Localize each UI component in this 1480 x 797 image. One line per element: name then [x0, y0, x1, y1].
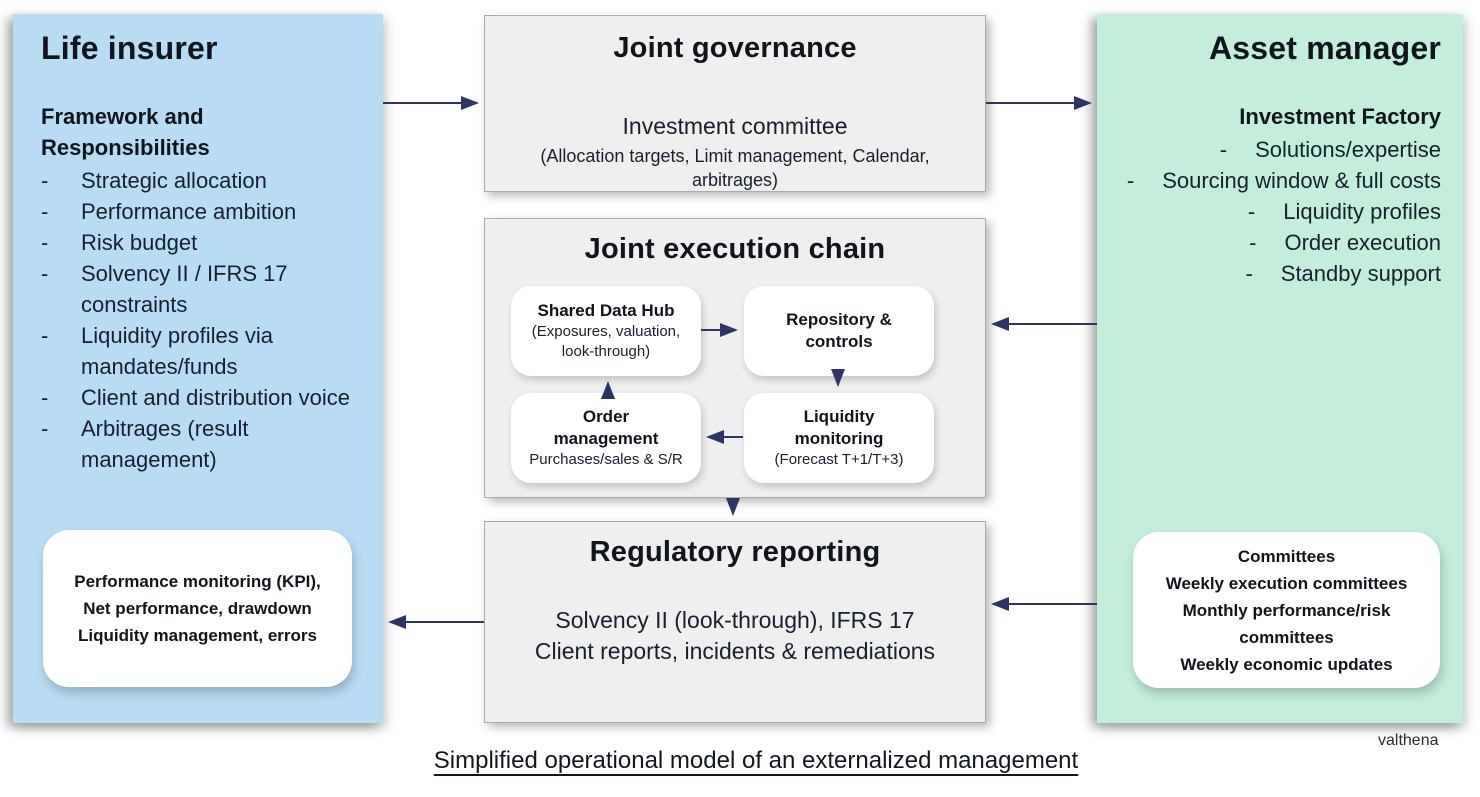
list-item-label: Performance ambition — [81, 199, 297, 224]
reporting-line: Solvency II (look-through), IFRS 17 — [555, 607, 915, 633]
investment-committee-detail: (Allocation targets, Limit management, C… — [540, 146, 930, 190]
list-item-label: Standby support — [1280, 261, 1441, 286]
dash-bullet: - — [41, 416, 49, 441]
dash-bullet: - — [41, 385, 49, 410]
investment-committee-label: Investment committee — [622, 113, 848, 139]
list-item-label: Risk budget — [81, 230, 198, 255]
dash-bullet: - — [1249, 230, 1257, 255]
order-management-node: Order management Purchases/sales & S/R — [511, 393, 701, 483]
repository-controls-node: Repository & controls — [744, 286, 934, 376]
watermark-label: valthena — [1378, 732, 1439, 749]
callout-line: Liquidity management, errors — [78, 626, 317, 645]
dash-bullet: - — [41, 168, 49, 193]
node-title: Shared Data Hub — [537, 301, 675, 320]
callout-line: Monthly performance/risk committees — [1182, 600, 1391, 647]
callout-line: Net performance, drawdown — [83, 599, 312, 618]
node-title: Order management — [553, 407, 659, 448]
list-item: - Liquidity profiles via mandates/funds — [41, 320, 359, 382]
list-item: - Sourcing window & full costs — [1121, 165, 1441, 196]
joint-execution-chain-title: Joint execution chain — [584, 233, 886, 265]
life-insurer-panel: Life insurer Framework and Responsibilit… — [13, 14, 383, 723]
reporting-line: Client reports, incidents & remediations — [534, 638, 936, 664]
list-item: - Liquidity profiles — [1121, 196, 1441, 227]
liquidity-monitoring-node: Liquidity monitoring (Forecast T+1/T+3) — [744, 393, 934, 483]
list-item: - Standby support — [1121, 258, 1441, 289]
list-item-label: Client and distribution voice — [81, 385, 351, 410]
node-detail: Purchases/sales & S/R — [529, 451, 683, 468]
callout-line: Performance monitoring (KPI), — [74, 572, 321, 591]
list-item-label: Order execution — [1284, 230, 1441, 255]
dash-bullet: - — [1245, 261, 1253, 286]
list-item: - Arbitrages (result management) — [41, 413, 359, 475]
list-item-label: Liquidity profiles via mandates/funds — [81, 323, 273, 379]
shared-data-hub-node: Shared Data Hub (Exposures, valuation, l… — [511, 286, 701, 376]
asset-manager-title: Asset manager — [1208, 30, 1441, 66]
asset-manager-list: - Solutions/expertise - Sourcing window & … — [1121, 134, 1441, 289]
list-item: - Risk budget — [41, 227, 359, 258]
life-insurer-title: Life insurer — [41, 30, 218, 66]
callout-line: Committees — [1237, 546, 1336, 566]
list-item: - Strategic allocation — [41, 165, 359, 196]
list-item-label: Solutions/expertise — [1255, 137, 1441, 162]
committees-callout: Committees Weekly execution committees M… — [1133, 532, 1440, 688]
diagram-caption: Simplified operational model of an exter… — [433, 747, 1079, 774]
list-item-label: Strategic allocation — [81, 168, 267, 193]
joint-execution-chain-box: Joint execution chain Shared Data Hub (E… — [484, 218, 986, 498]
list-item: - Performance ambition — [41, 196, 359, 227]
regulatory-reporting-box: Regulatory reporting Solvency II (look-t… — [484, 521, 986, 723]
node-detail: (Exposures, valuation, look-through) — [531, 323, 681, 360]
node-title: Repository & controls — [786, 310, 892, 351]
dash-bullet: - — [41, 323, 49, 348]
list-item-label: Solvency II / IFRS 17 constraints — [81, 261, 288, 317]
dash-bullet: - — [1219, 137, 1228, 162]
list-item-label: Arbitrages (result management) — [81, 416, 249, 472]
dash-bullet: - — [41, 199, 49, 224]
node-detail: (Forecast T+1/T+3) — [774, 451, 904, 468]
dash-bullet: - — [41, 230, 49, 255]
dash-bullet: - — [41, 261, 49, 286]
kpi-monitoring-callout: Performance monitoring (KPI), Net perfor… — [43, 530, 352, 687]
regulatory-reporting-title: Regulatory reporting — [589, 536, 881, 568]
list-item-label: Sourcing window & full costs — [1162, 168, 1441, 193]
life-insurer-subtitle: Framework and Responsibilities — [41, 104, 210, 160]
joint-governance-box: Joint governance Investment committee (A… — [484, 15, 986, 192]
callout-line: Weekly execution committees — [1165, 573, 1408, 593]
asset-manager-panel: Asset manager Investment Factory - Soluti… — [1097, 14, 1463, 723]
asset-manager-subtitle: Investment Factory — [1239, 104, 1441, 129]
life-insurer-list: - Strategic allocation - Performance ambit… — [41, 165, 359, 475]
dash-bullet: - — [1247, 199, 1256, 224]
list-item: - Client and distribution voice — [41, 382, 359, 413]
list-item: - Solvency II / IFRS 17 constraints — [41, 258, 359, 320]
list-item: - Solutions/expertise — [1121, 134, 1441, 165]
callout-line: Weekly economic updates — [1180, 654, 1393, 674]
node-title: Liquidity monitoring — [794, 407, 884, 448]
dash-bullet: - — [1126, 168, 1135, 193]
list-item: - Order execution — [1121, 227, 1441, 258]
list-item-label: Liquidity profiles — [1283, 199, 1441, 224]
joint-governance-title: Joint governance — [613, 32, 857, 64]
